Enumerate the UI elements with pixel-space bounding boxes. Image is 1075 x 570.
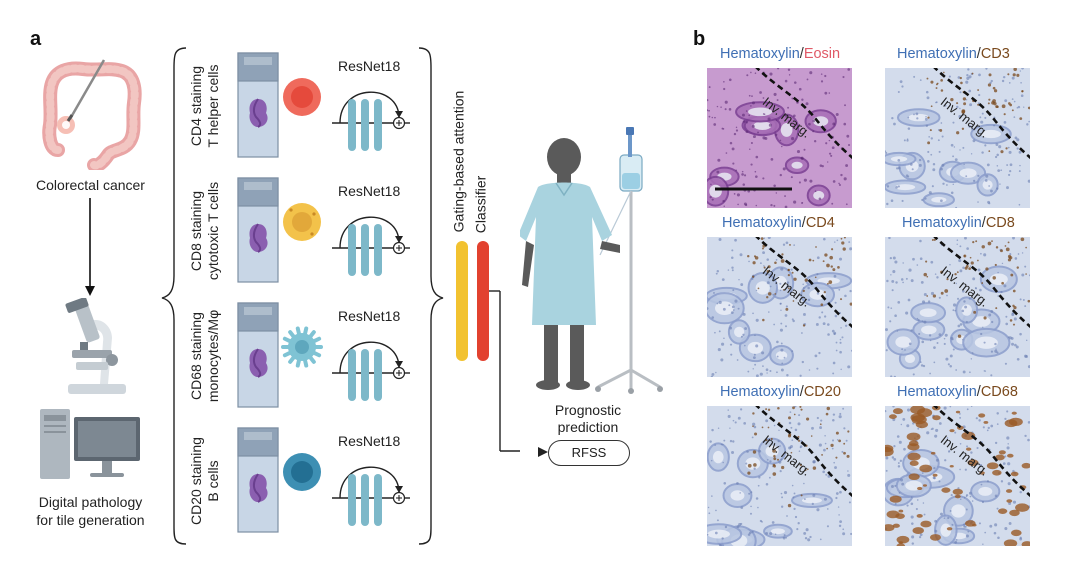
computer-icon [40,409,140,479]
tissue-image [707,68,852,208]
resnet-diagram-2 [332,341,410,401]
caption-separator: / [801,215,806,231]
caption-stain: Hematoxylin [902,215,982,231]
panel-b-letter: b [693,28,706,50]
caption-stain: Hematoxylin [897,46,977,62]
slide-with-cell-3 [237,427,321,533]
attention-bar [456,241,468,361]
resnet-diagram-3 [332,466,410,526]
caption-stain: Hematoxylin [720,384,800,400]
attention-classifier-bars [456,241,520,452]
panel-a-letter: a [30,28,42,50]
rfss-box: RFSS [548,440,630,466]
tile-caption-0: Hematoxylin/Eosin [720,46,840,62]
prediction-label-line1: Prognostic [554,402,622,418]
caption-separator: / [981,215,986,231]
caption-marker: Eosin [803,46,841,62]
resnet-diagram-0 [332,91,410,151]
stain-label-line2: T helper cells [205,64,221,148]
pathology-label-line1: Digital pathology [38,494,143,510]
caption-separator: / [799,46,804,62]
tile-caption-3: Hematoxylin/CD8 [902,215,1015,231]
stain-label-line1: CD20 staining [188,437,204,525]
colorectal-cancer-label: Colorectal cancer [36,177,145,193]
caption-marker: CD8 [985,215,1015,231]
resnet-label-3: ResNet18 [338,433,401,449]
tissue-image [885,68,1030,208]
slide-with-cell-1 [237,177,321,283]
resnet-label-0: ResNet18 [338,58,401,74]
caption-marker: CD20 [803,384,841,400]
pathology-label-line2: for tile generation [36,512,145,528]
tile-caption-2: Hematoxylin/CD4 [722,215,835,231]
stain-label-line2: monocytes/Mφ [205,309,221,403]
slide-with-cell-0 [237,52,321,158]
stain-label-line2: B cells [205,460,221,502]
tissue-image [707,237,852,377]
rfss-arrow-icon [538,447,548,457]
left-brace [161,47,187,545]
slide-with-cell-2 [237,302,323,408]
caption-stain: Hematoxylin [897,384,977,400]
tissue-image [707,406,852,546]
caption-separator: / [799,384,804,400]
caption-marker: CD68 [980,384,1018,400]
tissue-tile-2: Inv. marg. [707,237,852,377]
patient-illustration [520,127,663,394]
microscope-icon [65,298,126,394]
tissue-tile-0: Inv. marg. [707,68,852,208]
prediction-label-line2: prediction [557,419,619,435]
caption-stain: Hematoxylin [722,215,802,231]
tile-caption-5: Hematoxylin/CD68 [897,384,1018,400]
classifier-label: Classifier [472,175,489,234]
caption-marker: CD3 [980,46,1010,62]
stain-label-line1: CD68 staining [188,312,204,400]
attention-label: Gating-based attention [450,90,467,233]
colon-illustration [42,59,142,170]
tissue-image [885,237,1030,377]
tissue-tile-3: Inv. marg. [885,237,1030,377]
tissue-tile-4: Inv. marg. [707,406,852,546]
tissue-tile-5: Inv. marg. [885,406,1030,546]
down-arrow-icon [85,198,95,296]
caption-separator: / [976,46,981,62]
caption-marker: CD4 [805,215,835,231]
tissue-tile-1: Inv. marg. [885,68,1030,208]
resnet-label-1: ResNet18 [338,183,401,199]
caption-stain: Hematoxylin [720,46,800,62]
right-brace [418,47,444,545]
tile-caption-1: Hematoxylin/CD3 [897,46,1010,62]
caption-separator: / [976,384,981,400]
tile-caption-4: Hematoxylin/CD20 [720,384,841,400]
resnet-diagram-1 [332,216,410,276]
resnet-label-2: ResNet18 [338,308,401,324]
classifier-bar [477,241,489,361]
stain-label-line1: CD4 staining [188,65,204,147]
tissue-image [885,406,1030,546]
stain-label-line2: cytotoxic T cells [205,181,221,281]
stain-label-line1: CD8 staining [188,190,204,272]
